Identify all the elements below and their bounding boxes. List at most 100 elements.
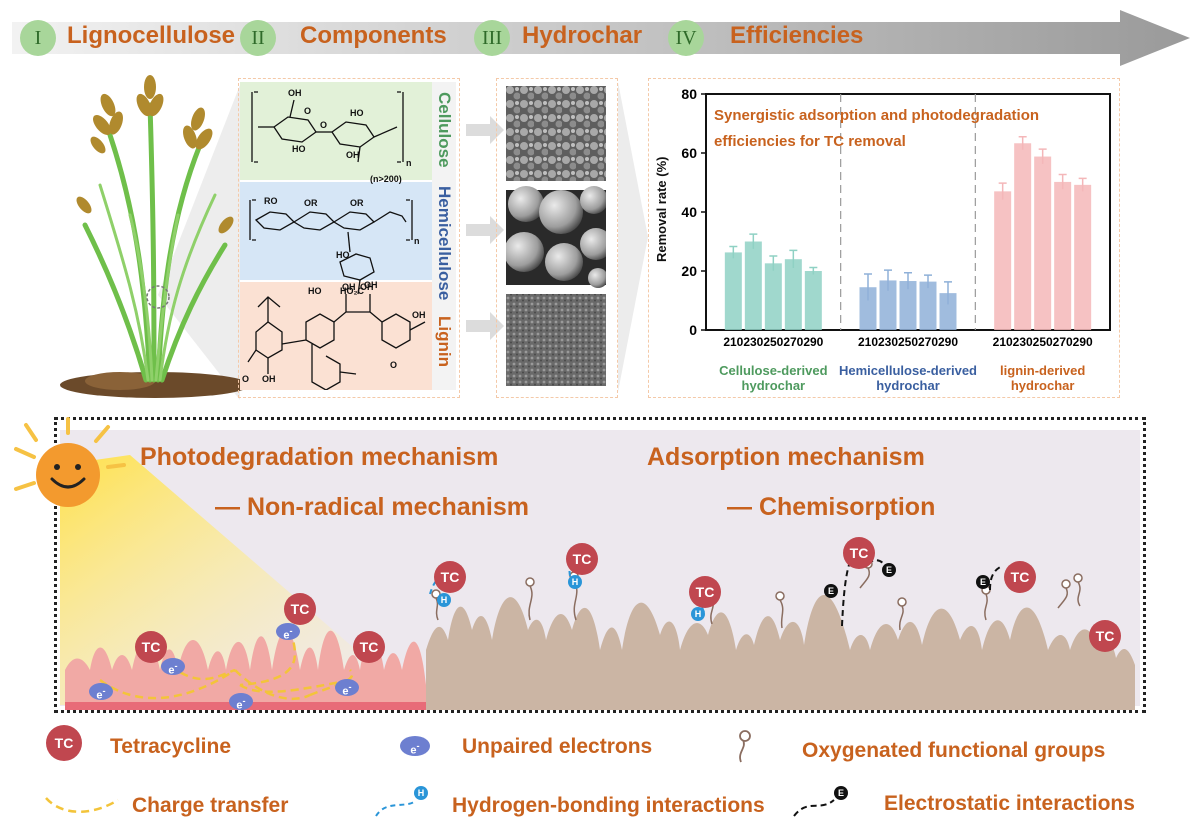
y-tick-label-3: 60 — [681, 145, 697, 161]
svg-text:HO: HO — [336, 250, 350, 260]
electron-badge-3: e- — [89, 683, 113, 702]
tc-molecule-1: TC — [135, 631, 167, 663]
efficiency-chart-border — [648, 78, 1120, 398]
x-tick-label-g0-0: 210 — [723, 335, 743, 349]
tc-molecule-8: TC — [1004, 561, 1036, 593]
category-label-line2: hydrochar — [741, 378, 806, 393]
x-tick-label-g0-1: 230 — [743, 335, 763, 349]
electron-badge-2: e- — [276, 623, 300, 642]
svg-text:O: O — [320, 120, 327, 130]
svg-text:HO₂C: HO₂C — [340, 286, 364, 296]
x-tick-label-g0-3: 270 — [783, 335, 803, 349]
error-bar-g2-3 — [1058, 173, 1067, 190]
electron-badge-4: e- — [229, 693, 253, 712]
tc-molecule-6: TC — [689, 576, 721, 608]
bar-g0-0 — [724, 252, 742, 330]
svg-text:O: O — [304, 106, 311, 116]
x-tick-label-g2-2: 250 — [1033, 335, 1053, 349]
bar-g2-1 — [1014, 143, 1032, 330]
h-bond-badge-1: H — [437, 593, 451, 607]
legend-unpaired-electrons: Unpaired electrons — [462, 735, 653, 758]
svg-text:O: O — [242, 374, 249, 384]
svg-text:RO: RO — [264, 196, 278, 206]
y-axis-label: Removal rate (%) — [654, 157, 669, 262]
structure-label-strip — [432, 82, 456, 390]
svg-text:(n>200): (n>200) — [370, 174, 402, 184]
bar-g0-1 — [744, 241, 762, 330]
error-bar-g1-1 — [884, 269, 892, 291]
svg-text:HO: HO — [292, 144, 306, 154]
legend-oxygenated-icon — [739, 730, 751, 763]
category-label-line2: hydrochar — [1010, 378, 1075, 393]
electrostatic-badge-1: E — [824, 584, 838, 598]
bar-g2-2 — [1034, 156, 1052, 330]
x-tick-label-g0-4: 290 — [803, 335, 823, 349]
error-bar-g1-3 — [924, 274, 932, 289]
tc-molecule-2: TC — [284, 593, 316, 625]
plant-illustration — [60, 75, 250, 400]
electron-badge-1: e- — [161, 658, 185, 677]
svg-text:n: n — [414, 236, 420, 246]
bar-g1-4 — [939, 293, 957, 330]
error-bar-g0-4 — [809, 266, 818, 275]
y-tick-label-0: 0 — [689, 322, 697, 338]
x-tick-label-g1-0: 210 — [858, 335, 878, 349]
legend-tetracycline: Tetracycline — [110, 735, 232, 758]
sem-images — [506, 86, 606, 386]
y-tick-label-4: 80 — [681, 86, 697, 102]
tc-molecule-9: TC — [1089, 620, 1121, 652]
step-2-label: Components — [300, 22, 447, 49]
svg-text:HO: HO — [350, 108, 364, 118]
y-tick-label-1: 20 — [681, 263, 697, 279]
svg-text:OH: OH — [364, 280, 378, 290]
step-1-label: Lignocellulose — [67, 22, 236, 49]
error-bar-g0-1 — [749, 233, 758, 249]
bar-g0-2 — [764, 263, 782, 330]
adsorption-title: Adsorption mechanism — [647, 443, 925, 471]
bar-g0-4 — [804, 271, 822, 330]
svg-text:OR: OR — [304, 198, 318, 208]
error-bar-g2-4 — [1078, 177, 1087, 192]
svg-text:OH: OH — [262, 374, 276, 384]
error-bar-g0-3 — [789, 249, 798, 269]
category-label-line2: hydrochar — [876, 378, 940, 393]
chart-chevron — [618, 82, 648, 392]
error-bar-g1-2 — [904, 272, 912, 290]
legend-hydrogen-bonding: Hydrogen-bonding interactions — [452, 794, 765, 817]
progress-arrow — [12, 10, 1190, 66]
electrostatic-badge-3: E — [976, 575, 990, 589]
hydrochar-panel-border — [496, 78, 618, 398]
step-2-circle: II — [240, 20, 276, 56]
svg-text:OH: OH — [288, 88, 302, 98]
svg-text:OH: OH — [412, 310, 426, 320]
hemicellulose-box — [240, 182, 432, 280]
legend-electrostatic: Electrostatic interactions — [884, 792, 1135, 815]
bar-g2-0 — [994, 191, 1012, 330]
sem-lignin-hydrochar — [506, 294, 606, 386]
y-tick-label-2: 40 — [681, 204, 697, 220]
photodegradation-title: Photodegradation mechanism — [140, 443, 499, 471]
cellulose-label: Cellulose — [435, 92, 454, 168]
bar-g2-4 — [1074, 184, 1092, 330]
tc-molecule-7: TC — [843, 537, 875, 569]
lignin-label: Lignin — [435, 316, 454, 367]
legend-hydrogen-bond-icon — [375, 801, 415, 817]
legend-h-badge: H — [414, 786, 428, 800]
error-bar-g2-2 — [1038, 148, 1047, 164]
svg-text:n: n — [406, 158, 412, 168]
svg-text:OH: OH — [346, 150, 360, 160]
step-3-circle: III — [474, 20, 510, 56]
error-bar-g0-0 — [729, 245, 738, 259]
electron-badge-5: e- — [335, 679, 359, 698]
legend-oxygenated-groups: Oxygenated functional groups — [802, 739, 1106, 762]
bar-g0-3 — [784, 259, 802, 330]
hydrochar-surface — [65, 549, 1135, 710]
chart-title-line2: efficiencies for TC removal — [714, 133, 906, 150]
photodegradation-subtitle: — Non-radical mechanism — [215, 493, 529, 521]
x-tick-label-g1-2: 250 — [898, 335, 918, 349]
tc-molecule-5: TC — [566, 543, 598, 575]
electrostatic-badge-2: E — [882, 563, 896, 577]
